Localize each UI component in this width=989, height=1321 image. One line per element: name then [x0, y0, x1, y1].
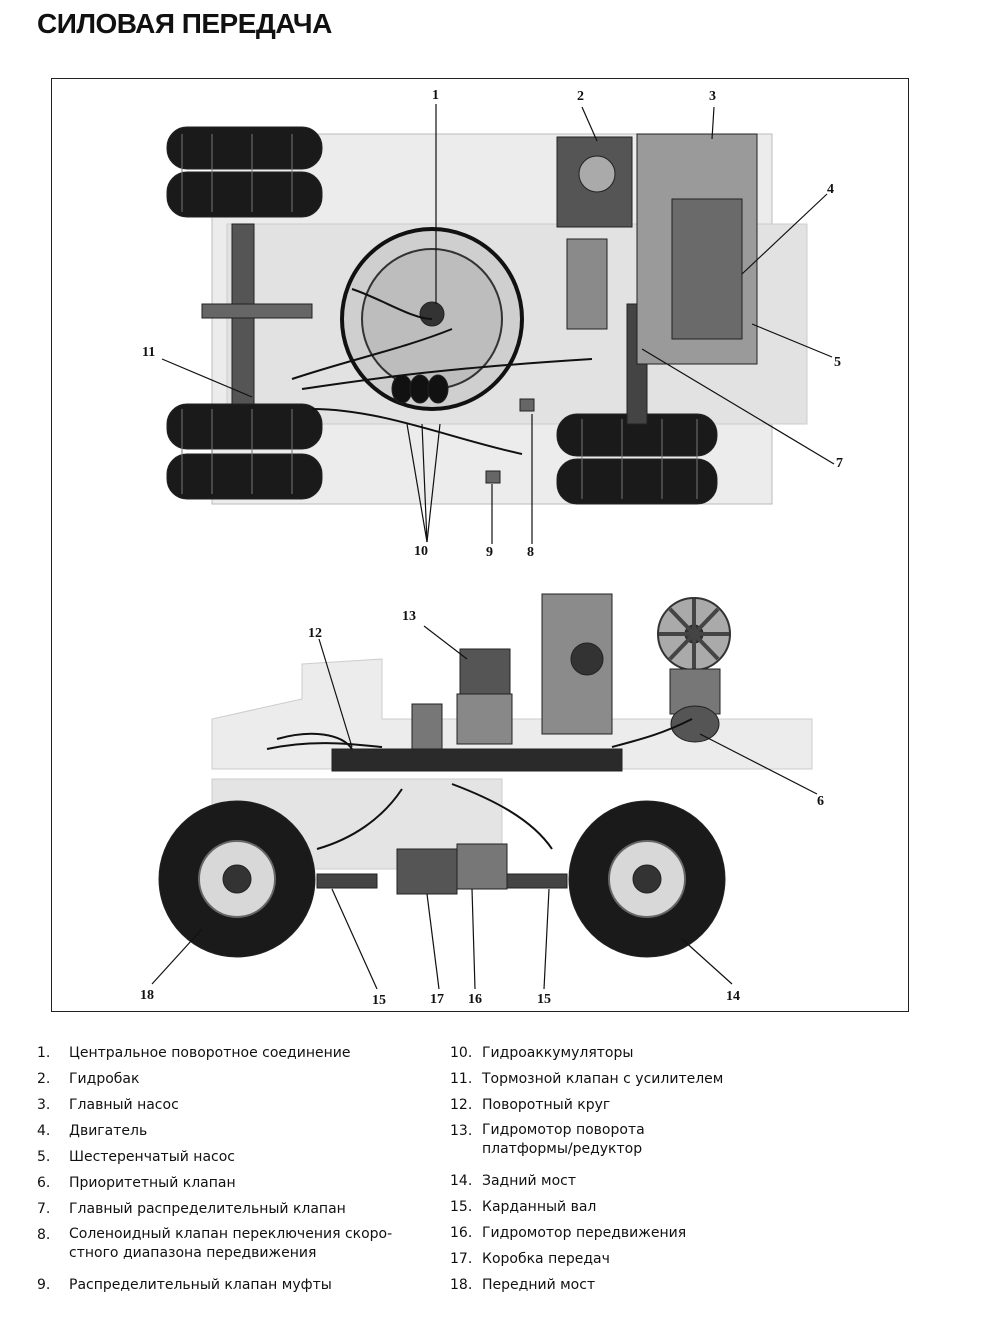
legend-item: 16.Гидромотор передвижения — [450, 1225, 687, 1241]
callout-14: 14 — [726, 989, 740, 1004]
callout-6: 6 — [817, 794, 824, 809]
legend-item: 9.Распределительный клапан муфты — [37, 1277, 332, 1293]
legend-item: 15.Карданный вал — [450, 1199, 597, 1215]
side-view — [151, 593, 818, 990]
diagram-frame: 1 2 3 4 5 11 7 10 9 8 13 12 6 18 15 17 1… — [51, 78, 909, 1012]
legend-item: 5.Шестеренчатый насос — [37, 1149, 236, 1165]
legend-item: 12.Поворотный круг — [450, 1097, 611, 1113]
legend-item: 17.Коробка передач — [450, 1251, 610, 1267]
callout-18: 18 — [140, 988, 154, 1003]
legend-item: 18.Передний мост — [450, 1277, 596, 1293]
callout-11: 11 — [142, 345, 156, 360]
callout-4: 4 — [827, 182, 834, 197]
legend-item: 2.Гидробак — [37, 1071, 140, 1087]
legend-item: 11.Тормозной клапан с усилителем — [450, 1071, 724, 1087]
legend-item: 6.Приоритетный клапан — [37, 1175, 236, 1191]
callout-8: 8 — [527, 545, 534, 560]
legend-right: 10.Гидроаккумуляторы 11.Тормозной клапан… — [450, 1040, 723, 1298]
legend-item: 14.Задний мост — [450, 1173, 577, 1189]
top-view — [161, 104, 835, 544]
callout-2: 2 — [577, 89, 584, 104]
callout-13: 13 — [402, 609, 416, 624]
callout-16: 16 — [468, 992, 482, 1007]
legend-item: 8.Соленоидный клапан переключения скоро-… — [37, 1226, 393, 1261]
callout-5: 5 — [834, 355, 841, 370]
callout-9: 9 — [486, 545, 493, 560]
legend-item: 7.Главный распределительный клапан — [37, 1201, 346, 1217]
callout-3: 3 — [709, 89, 716, 104]
legend-left: 1.Центральное поворотное соединение 2.Ги… — [37, 1040, 392, 1298]
chassis-illustration — [151, 104, 835, 990]
callout-7: 7 — [836, 456, 843, 471]
legend-item: 10.Гидроаккумуляторы — [450, 1045, 634, 1061]
legend-item: 3.Главный насос — [37, 1097, 179, 1113]
callout-17: 17 — [430, 992, 444, 1007]
callout-12: 12 — [308, 626, 322, 641]
legend-item: 1.Центральное поворотное соединение — [37, 1045, 351, 1061]
page-title: СИЛОВАЯ ПЕРЕДАЧА — [37, 8, 332, 39]
callout-15-left: 15 — [372, 993, 386, 1008]
callout-1: 1 — [432, 88, 439, 103]
legend-item: 4.Двигатель — [37, 1123, 148, 1139]
callout-15-right: 15 — [537, 992, 551, 1007]
callout-10: 10 — [414, 544, 428, 559]
